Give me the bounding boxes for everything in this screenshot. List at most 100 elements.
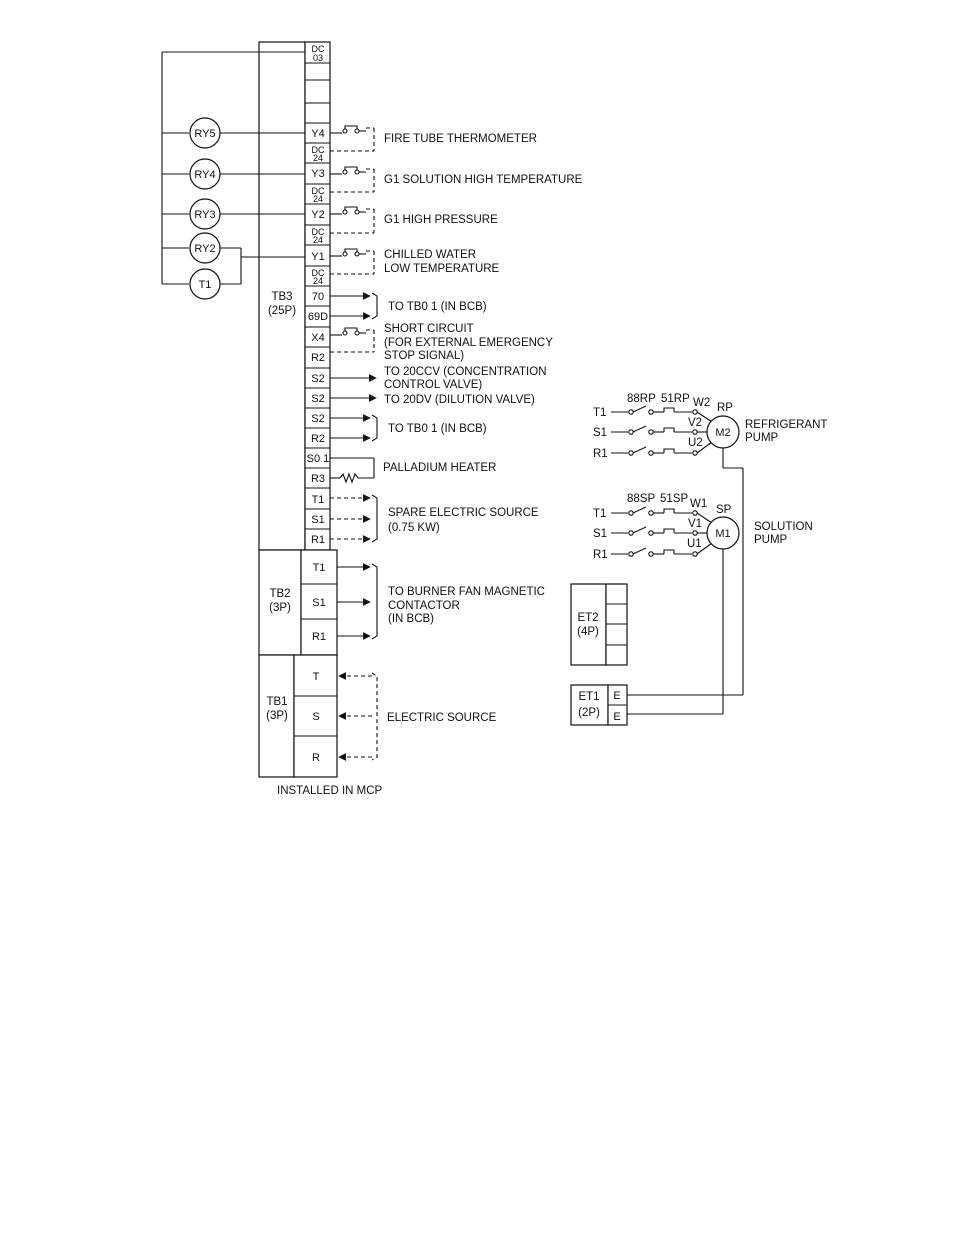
terminal-x4: X4 — [311, 332, 324, 344]
et2-poles: (4P) — [577, 626, 599, 638]
tb1-title: TB1 — [266, 696, 287, 708]
et1-poles: (2P) — [578, 707, 600, 719]
motor-m1-label: M1 — [715, 528, 730, 540]
relay-ry2-label: RY2 — [194, 243, 215, 255]
sp-tag-label: SP — [716, 504, 732, 516]
et1-terminal-block: ET1 (2P) E E — [570, 684, 628, 726]
rp-tag-label: RP — [717, 402, 733, 414]
tb2-terminal-block: TB2 (3P) T1 S1 R1 TO BURNER FAN MAGNETIC… — [258, 549, 545, 656]
et1-terminal-e1: E — [613, 690, 620, 702]
motor-m1: M1 — [706, 516, 740, 550]
label-fire-tube: FIRE TUBE THERMOMETER — [384, 133, 537, 145]
contact-chilled-water — [330, 248, 375, 275]
label-to-tb01-a: TO TB0 1 (IN BCB) — [388, 301, 487, 313]
label-contactor: CONTACTOR — [388, 600, 460, 612]
label-g1-high-pressure: G1 HIGH PRESSURE — [384, 214, 498, 226]
tb2-poles: (3P) — [269, 602, 291, 614]
terminal-dc24-d-bottom: 24 — [313, 276, 323, 286]
label-in-bcb: (IN BCB) — [388, 613, 434, 625]
label-stop-signal: STOP SIGNAL) — [384, 350, 464, 362]
resistor-icon — [339, 472, 374, 484]
sp-contactor-label: 88SP — [627, 493, 655, 505]
sp-line-r1: R1 — [593, 549, 608, 561]
rp-line-t1: T1 — [593, 407, 606, 419]
tb1-terminal-block: TB1 (3P) T S R ELECTRIC SOURCE — [258, 654, 497, 778]
rp-v-label: V2 — [688, 417, 702, 429]
label-short-circuit: SHORT CIRCUIT — [384, 323, 474, 335]
rp-u-label: U2 — [688, 437, 703, 449]
tb2-terminal-r1: R1 — [312, 631, 326, 643]
relay-ry4-label: RY4 — [194, 169, 215, 181]
terminal-dc24-a-bottom: 24 — [313, 153, 323, 163]
et1-terminal-e2: E — [613, 711, 620, 723]
contact-short-circuit — [330, 327, 375, 353]
sp-line-t1: T1 — [593, 508, 606, 520]
tb3-dc03-label-bottom: 03 — [313, 53, 323, 63]
relay-ry5-label: RY5 — [194, 128, 215, 140]
sp-name-line1: SOLUTION — [754, 521, 813, 533]
label-spare-source: SPARE ELECTRIC SOURCE — [388, 507, 539, 519]
sp-v-label: V1 — [688, 518, 702, 530]
link-to-tb01-b — [330, 414, 378, 442]
label-chilled-water: CHILLED WATER — [384, 249, 476, 261]
label-control-valve: CONTROL VALVE) — [384, 379, 482, 391]
label-to-20dv: TO 20DV (DILUTION VALVE) — [384, 394, 535, 406]
terminal-dc24-c-top: DC — [312, 227, 325, 237]
tb1-terminal-r: R — [312, 752, 320, 764]
et1-title: ET1 — [578, 691, 599, 703]
terminal-s01: S0 1 — [307, 453, 330, 465]
label-burner-fan: TO BURNER FAN MAGNETIC — [388, 586, 545, 598]
rp-line-s1: S1 — [593, 427, 607, 439]
terminal-r3: R3 — [311, 473, 325, 485]
rp-contactor-label: 88RP — [627, 393, 656, 405]
solution-pump-circuit: T1 S1 R1 88SP 51SP W1 V1 U1 SP — [593, 493, 813, 715]
tb3-terminal-block: TB3 (25P) — [258, 41, 331, 551]
terminal-69d: 69D — [308, 311, 328, 323]
label-low-temperature: LOW TEMPERATURE — [384, 263, 500, 275]
link-to-tb01-a — [330, 292, 378, 320]
terminal-dc24-b-bottom: 24 — [313, 194, 323, 204]
terminal-r1: R1 — [311, 534, 325, 546]
sp-w-label: W1 — [690, 498, 707, 510]
motor-m2: M2 — [706, 415, 740, 449]
terminal-r2-a: R2 — [311, 352, 325, 364]
terminal-dc24-c-bottom: 24 — [313, 235, 323, 245]
relay-ry2: RY2 — [189, 232, 221, 264]
terminal-y1: Y1 — [311, 251, 324, 263]
label-to-tb01-b: TO TB0 1 (IN BCB) — [388, 423, 487, 435]
relay-ry3: RY3 — [189, 198, 221, 230]
terminal-s2-a: S2 — [311, 373, 324, 385]
terminal-dc24-d-top: DC — [312, 268, 325, 278]
label-external-emergency: (FOR EXTERNAL EMERGENCY — [384, 337, 553, 349]
tb1-poles: (3P) — [266, 710, 288, 722]
relay-ry4: RY4 — [189, 158, 221, 190]
sp-line-s1: S1 — [593, 528, 607, 540]
et2-terminal-block: ET2 (4P) — [570, 583, 628, 666]
label-g1-high-temp: G1 SOLUTION HIGH TEMPERATURE — [384, 174, 583, 186]
terminal-s2-b: S2 — [311, 393, 324, 405]
relay-ry3-label: RY3 — [194, 209, 215, 221]
terminal-s2-c: S2 — [311, 413, 324, 425]
sp-u-label: U1 — [687, 538, 702, 550]
contact-g1-high-temp — [330, 166, 375, 193]
rp-line-r1: R1 — [593, 448, 608, 460]
rp-w-label: W2 — [693, 397, 710, 409]
terminal-y2: Y2 — [311, 209, 324, 221]
tb2-title: TB2 — [269, 588, 290, 600]
sp-name-line2: PUMP — [754, 534, 788, 546]
tb3-signal-labels: FIRE TUBE THERMOMETER G1 SOLUTION HIGH T… — [383, 133, 583, 534]
rp-overload-label: 51RP — [661, 393, 690, 405]
terminal-y3: Y3 — [311, 168, 324, 180]
rp-name-line1: REFRIGERANT — [745, 419, 827, 431]
et2-title: ET2 — [577, 612, 598, 624]
tb2-terminal-s1: S1 — [312, 597, 325, 609]
label-electric-source: ELECTRIC SOURCE — [387, 712, 497, 724]
relay-t1-label: T1 — [199, 279, 212, 291]
motor-m2-label: M2 — [715, 427, 730, 439]
tb3-dc03-label-top: DC — [312, 44, 325, 54]
rp-name-line2: PUMP — [745, 432, 779, 444]
terminal-70: 70 — [312, 291, 324, 303]
relay-network: RY5 RY4 RY3 RY2 T1 — [161, 51, 305, 300]
relay-t1: T1 — [189, 268, 221, 300]
